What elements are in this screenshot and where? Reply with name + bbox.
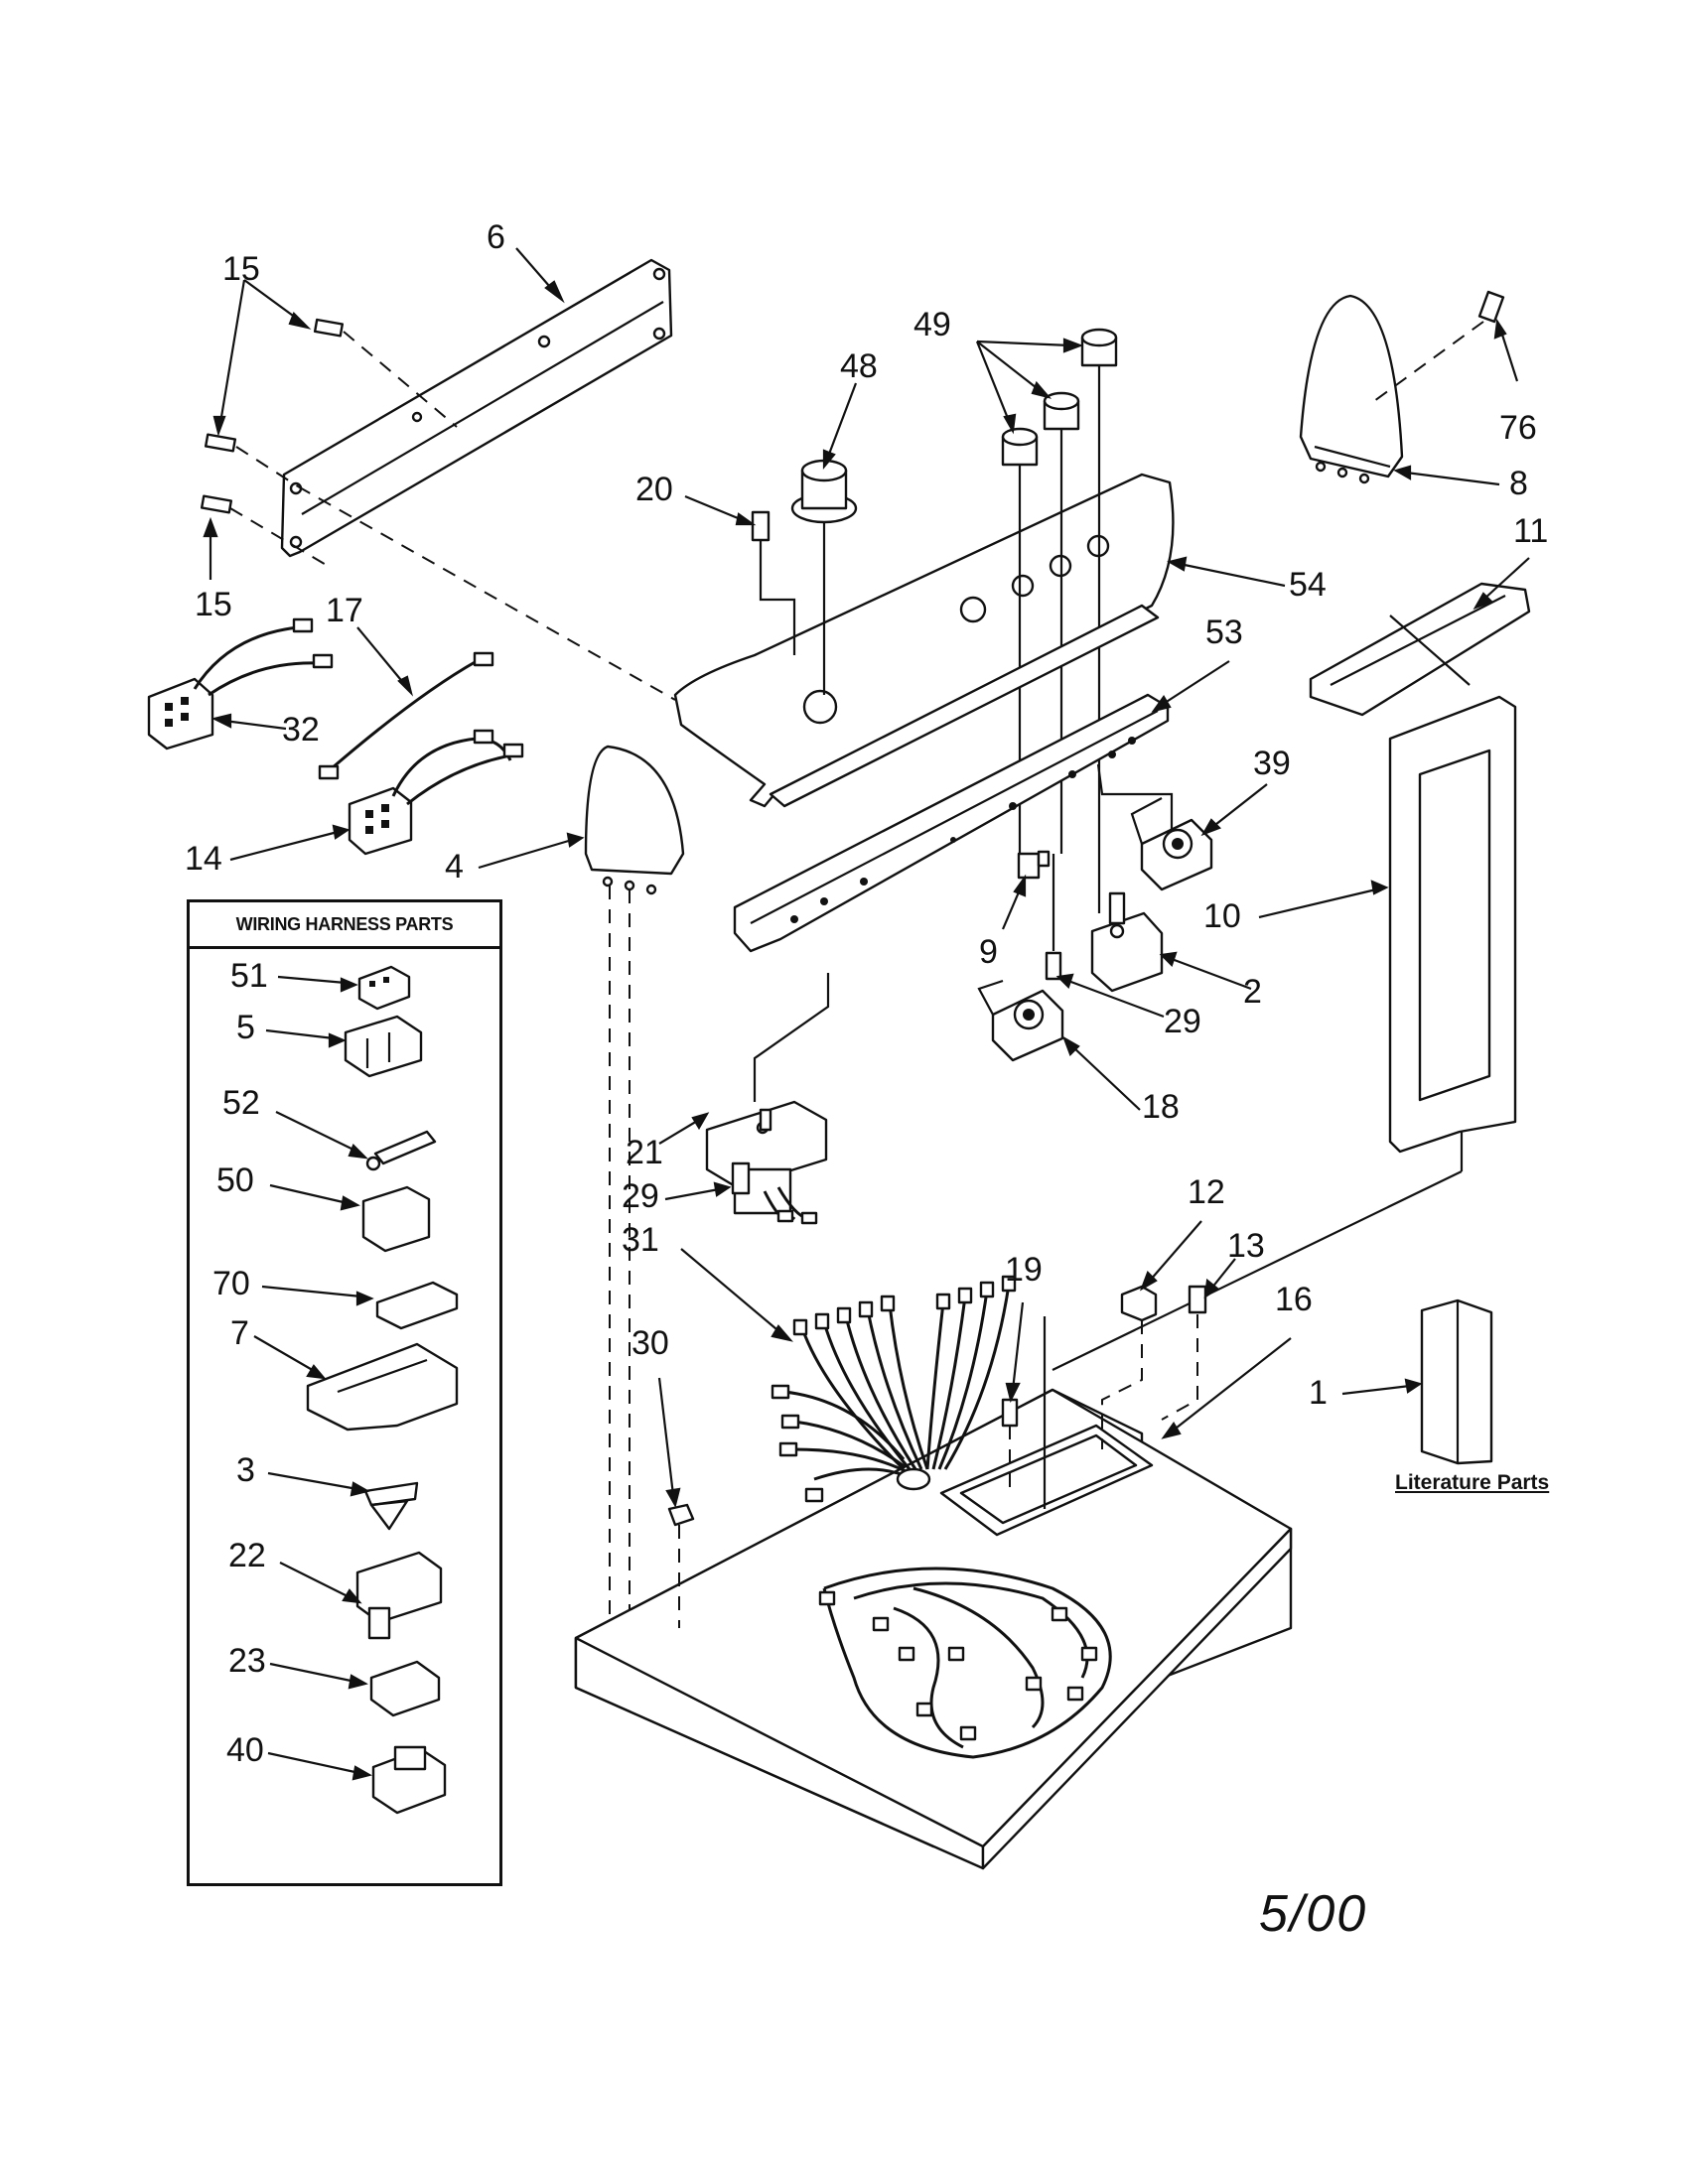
- part-16-top: [574, 1388, 1293, 1870]
- harness-item-51: 51: [230, 957, 268, 995]
- callout-10: 10: [1203, 897, 1241, 935]
- part-11-cover: [1309, 582, 1531, 717]
- callout-29-right: 29: [1164, 1003, 1201, 1040]
- callout-30: 30: [632, 1324, 669, 1362]
- leader-arrows: [203, 247, 1530, 1781]
- callout-8: 8: [1509, 465, 1528, 502]
- callout-14: 14: [185, 840, 222, 878]
- revision-date: 5/00: [1259, 1885, 1368, 1943]
- callout-49: 49: [913, 306, 951, 343]
- callout-54: 54: [1289, 566, 1327, 604]
- callout-19: 19: [1005, 1251, 1043, 1289]
- callout-15-bottom: 15: [195, 586, 232, 623]
- part-17-wire: [318, 651, 494, 780]
- callout-12: 12: [1188, 1173, 1225, 1211]
- callout-15-top: 15: [222, 250, 260, 288]
- harness-item-3: 3: [236, 1451, 255, 1489]
- callout-11: 11: [1513, 512, 1549, 550]
- callout-53: 53: [1205, 614, 1243, 651]
- part-18-switch: [977, 979, 1064, 1062]
- callout-16: 16: [1275, 1281, 1313, 1318]
- part-76-screw: [1373, 290, 1505, 402]
- harness-item-52: 52: [222, 1084, 260, 1122]
- harness-item-7: 7: [230, 1314, 249, 1352]
- part-13-screw: [1161, 1285, 1207, 1421]
- part-20-screw: [751, 510, 796, 655]
- callout-18: 18: [1142, 1088, 1180, 1126]
- part-14-harness: [348, 729, 524, 856]
- callout-76: 76: [1499, 409, 1537, 447]
- base-wiring: [818, 1567, 1112, 1759]
- part-32-harness: [147, 617, 334, 751]
- callout-20: 20: [635, 471, 673, 508]
- callout-21: 21: [626, 1134, 663, 1171]
- callout-13: 13: [1227, 1227, 1265, 1265]
- harness-icons: [306, 965, 459, 1815]
- harness-item-23: 23: [228, 1642, 266, 1680]
- callout-32: 32: [282, 711, 320, 749]
- callout-29-left: 29: [622, 1177, 659, 1215]
- callout-48: 48: [840, 347, 878, 385]
- callout-31: 31: [622, 1221, 659, 1259]
- part-31-harness: [771, 1275, 1017, 1503]
- harness-item-22: 22: [228, 1537, 266, 1574]
- part-10-frame: [1052, 695, 1517, 1371]
- harness-item-40: 40: [226, 1731, 264, 1769]
- part-4-endcap: [584, 745, 685, 1638]
- part-9-clip: [1017, 850, 1051, 880]
- callout-17: 17: [326, 592, 363, 629]
- screws-15: [200, 318, 458, 567]
- part-39-switch: [1130, 797, 1213, 891]
- literature-parts-label: Literature Parts: [1395, 1471, 1550, 1494]
- wiring-harness-title: WIRING HARNESS PARTS: [187, 899, 502, 949]
- part-8-endcap: [1299, 294, 1404, 484]
- part-29-screw-b: [731, 1161, 751, 1195]
- harness-item-70: 70: [212, 1265, 250, 1302]
- wiring-harness-box: [187, 899, 502, 1886]
- harness-item-50: 50: [216, 1161, 254, 1199]
- part-1-literature: [1420, 1298, 1493, 1465]
- part-2-component: [1090, 891, 1164, 993]
- harness-item-5: 5: [236, 1009, 255, 1046]
- callout-6: 6: [487, 218, 505, 256]
- callout-1: 1: [1309, 1374, 1328, 1412]
- callout-2: 2: [1243, 973, 1262, 1011]
- callout-9: 9: [979, 933, 998, 971]
- part-29-screw-a: [1045, 854, 1062, 981]
- part-30-clip: [667, 1503, 695, 1628]
- part-53-bracket: [733, 604, 1174, 953]
- callout-4: 4: [445, 848, 464, 886]
- callout-39: 39: [1253, 745, 1291, 782]
- leader-dash: [297, 485, 676, 701]
- part-49-knobs: [1001, 328, 1118, 913]
